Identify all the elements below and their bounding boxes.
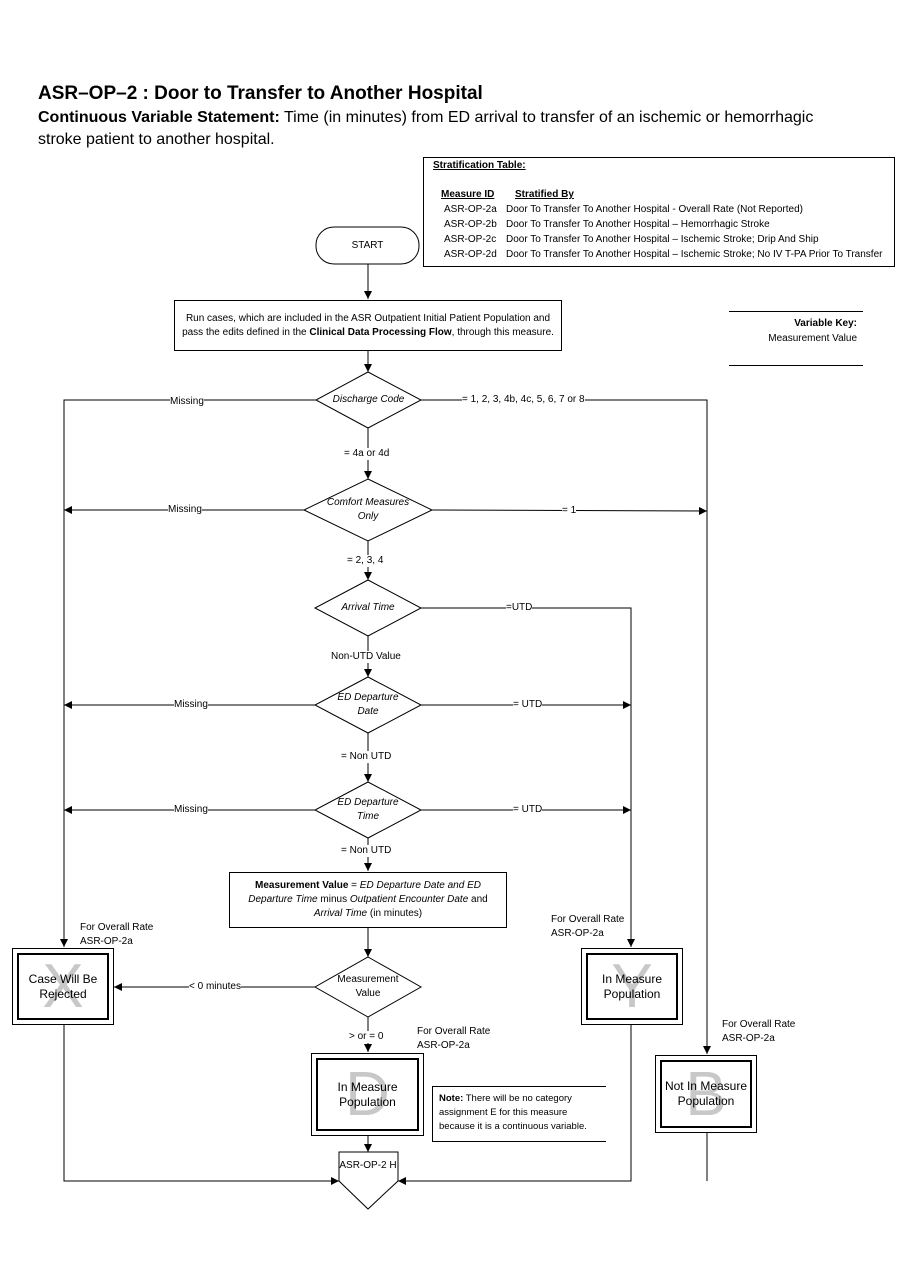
edge-y-to-terminal — [398, 1025, 632, 1185]
outcome-b-text: Not In Measure Population — [664, 1079, 748, 1108]
statement-text: Time (in minutes) from ED arrival to tra… — [38, 109, 814, 148]
page-title: ASR–OP–2 : Door to Transfer to Another H… — [38, 83, 483, 104]
decision-comfort-measures — [302, 478, 434, 542]
outcome-d-letter: D — [345, 1060, 390, 1129]
edge-label: Missing — [170, 396, 204, 408]
note-text: There will be no category assignment E f… — [439, 1093, 587, 1132]
run-cases-box: Run cases, which are included in the ASR… — [174, 300, 562, 351]
edge-label: = 1, 2, 3, 4b, 4c, 5, 6, 7 or 8 — [462, 394, 585, 406]
ed-departure-date-label: ED Departure Date — [337, 692, 399, 717]
outcome-y-text: In Measure Population — [601, 971, 663, 1001]
edge-label: < 0 minutes — [189, 981, 241, 993]
outcome-d-text: In Measure Population — [337, 1079, 398, 1109]
calculation-box: Measurement Value = ED Departure Date an… — [229, 872, 507, 928]
statement-label: Continuous Variable Statement: — [38, 109, 280, 126]
ed-departure-time-label: ED Departure Time — [337, 797, 399, 822]
edge-label: Missing — [174, 699, 208, 711]
variable-key-label: Variable Key: — [794, 318, 857, 329]
edge-label: Missing — [174, 804, 208, 816]
edge-label: > or = 0 — [349, 1031, 384, 1043]
measurement-value-label: Measurement Value — [337, 974, 399, 999]
calculation-text: Measurement Value = ED Departure Date an… — [248, 880, 488, 919]
edge-label: = 4a or 4d — [344, 448, 390, 460]
start-label: START — [351, 239, 384, 251]
edge-discharge-missing — [60, 399, 316, 947]
outcome-b-box: B Not In Measure Population — [655, 1055, 757, 1133]
decision-ed-departure-time — [313, 781, 423, 839]
note-box: Note: There will be no category assignme… — [432, 1086, 606, 1142]
decision-arrival-time — [313, 579, 423, 637]
outcome-x-letter: X — [42, 952, 84, 1021]
run-cases-text: Run cases, which are included in the ASR… — [182, 312, 554, 338]
terminal-connector — [338, 1151, 399, 1210]
terminal-label: ASR-OP-2 H — [339, 1160, 397, 1171]
statement: Continuous Variable Statement: Time (in … — [38, 107, 838, 151]
edge-label: = Non UTD — [341, 845, 392, 857]
arrival-time-label: Arrival Time — [341, 602, 395, 613]
edge-label: = UTD — [513, 804, 543, 816]
discharge-code-label: Discharge Code — [332, 394, 405, 405]
stratification-table: Stratification Table: Measure ID Stratif… — [423, 157, 895, 267]
outcome-x-box: X Case Will Be Rejected — [12, 948, 114, 1025]
edge-label: = 1 — [562, 505, 577, 517]
decision-measurement-value — [313, 956, 423, 1018]
edge-label: = 2, 3, 4 — [347, 555, 384, 567]
edge-label: =UTD — [506, 602, 533, 614]
col-header-measure-id: Measure ID — [441, 189, 495, 200]
col-header-stratified-by: Stratified By — [515, 189, 574, 200]
decision-discharge-code — [314, 371, 423, 429]
edge-label: Non-UTD Value — [331, 651, 401, 663]
edge-label: Missing — [168, 504, 202, 516]
outcome-y-letter: Y — [611, 952, 653, 1021]
comfort-measures-label: Comfort Measures Only — [326, 497, 410, 522]
decision-ed-departure-date — [313, 676, 423, 734]
edge-label: = UTD — [513, 699, 543, 711]
edge-arrival-right — [421, 607, 635, 947]
stratification-title: Stratification Table: — [433, 160, 526, 171]
note-label: Note: — [439, 1093, 464, 1104]
outcome-d-box: D In Measure Population — [311, 1053, 424, 1136]
variable-key-value: Measurement Value — [768, 333, 857, 344]
outcome-y-box: Y In Measure Population — [581, 948, 683, 1025]
edge-label: = Non UTD — [341, 751, 392, 763]
variable-key: Variable Key: Measurement Value — [729, 311, 863, 366]
outcome-b-letter: B — [685, 1059, 727, 1129]
outcome-x-text: Case Will Be Rejected — [28, 971, 98, 1001]
edge-x-to-terminal — [63, 1025, 339, 1185]
start-terminator — [315, 226, 420, 265]
